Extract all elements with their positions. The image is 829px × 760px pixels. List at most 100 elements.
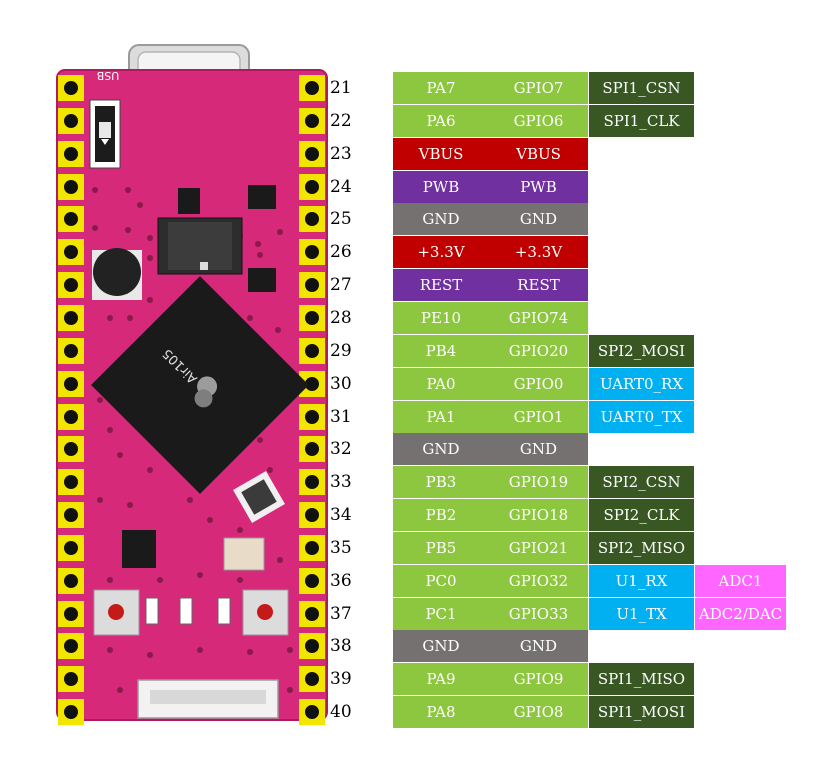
pin-gpio-cell: GPIO21 <box>489 532 588 564</box>
via <box>247 649 253 655</box>
via <box>287 687 293 693</box>
header-hole <box>64 705 78 719</box>
header-hole <box>305 180 319 194</box>
crystal <box>233 471 285 523</box>
pin-name-cell: GND <box>393 630 489 662</box>
pin-function-cell: U1_TX <box>589 598 694 630</box>
via <box>147 652 153 658</box>
pin-name-cell: PA0 <box>393 368 489 400</box>
pin-number: 38 <box>330 635 352 656</box>
header-hole <box>305 410 319 424</box>
via <box>97 397 103 403</box>
header-hole <box>64 672 78 686</box>
via <box>277 557 283 563</box>
header-hole <box>64 114 78 128</box>
header-hole <box>64 574 78 588</box>
pin-gpio-cell: GND <box>489 433 588 465</box>
pin-name-cell: PC1 <box>393 598 489 630</box>
pin-function-cell: UART0_TX <box>589 401 694 433</box>
pin-name-cell: +3.3V <box>393 236 489 268</box>
reset-button <box>93 589 140 636</box>
right-header-pads <box>299 75 325 725</box>
usb-silk-label: USB <box>97 69 120 82</box>
pin-function-cell: SPI2_MISO <box>589 532 694 564</box>
via <box>127 502 133 508</box>
via <box>107 647 113 653</box>
header-hole <box>305 705 319 719</box>
boot-switch <box>89 99 121 169</box>
header-hole <box>305 114 319 128</box>
header-hole <box>305 212 319 226</box>
pin-gpio-cell: GPIO74 <box>489 302 588 334</box>
header-hole <box>305 508 319 522</box>
pin-function-cell: SPI1_MISO <box>589 663 694 695</box>
header-hole <box>305 639 319 653</box>
pin-function-cell: SPI2_MOSI <box>589 335 694 367</box>
pin-name-cell: VBUS <box>393 138 489 170</box>
via <box>127 315 133 321</box>
pin-number: 22 <box>330 110 352 131</box>
pin-number: 36 <box>330 570 352 591</box>
pin-gpio-cell: GPIO18 <box>489 499 588 531</box>
via <box>255 241 261 247</box>
header-hole <box>64 442 78 456</box>
header-hole <box>305 607 319 621</box>
pin-name-cell: REST <box>393 269 489 301</box>
header-hole <box>64 147 78 161</box>
pin-adc-cell: ADC1 <box>695 565 786 597</box>
pin-number: 35 <box>330 537 352 558</box>
pin-name-cell: PB2 <box>393 499 489 531</box>
header-hole <box>64 311 78 325</box>
header-hole <box>305 245 319 259</box>
pin-gpio-cell: PWB <box>489 171 588 203</box>
pin-number: 24 <box>330 176 352 197</box>
header-hole <box>305 672 319 686</box>
pin-function-cell: U1_RX <box>589 565 694 597</box>
small-ic <box>248 185 276 209</box>
fpc-connector <box>137 679 279 719</box>
via <box>137 202 143 208</box>
via <box>147 467 153 473</box>
via <box>207 517 213 523</box>
pin-name-cell: PB4 <box>393 335 489 367</box>
via <box>97 497 103 503</box>
pin-number: 30 <box>330 373 352 394</box>
header-hole <box>64 410 78 424</box>
via <box>247 315 253 321</box>
boot-button <box>242 589 289 636</box>
voltage-regulator <box>157 217 243 275</box>
via <box>267 467 273 473</box>
via <box>277 229 283 235</box>
pin-number: 37 <box>330 603 352 624</box>
header-hole <box>305 81 319 95</box>
left-header-pads <box>58 75 84 725</box>
via <box>237 577 243 583</box>
header-hole <box>305 541 319 555</box>
header-hole <box>64 541 78 555</box>
small-ic <box>178 188 200 214</box>
via <box>107 427 113 433</box>
pin-number: 27 <box>330 274 352 295</box>
via <box>107 315 113 321</box>
pin-name-cell: PA1 <box>393 401 489 433</box>
pin-name-cell: PB5 <box>393 532 489 564</box>
pin-name-cell: PWB <box>393 171 489 203</box>
pin-gpio-cell: GPIO7 <box>489 72 588 104</box>
header-hole <box>64 212 78 226</box>
resistors <box>145 597 231 625</box>
header-hole <box>64 278 78 292</box>
pin-name-cell: PA8 <box>393 696 489 728</box>
header-hole <box>305 311 319 325</box>
via <box>257 252 263 258</box>
pin-number: 32 <box>330 438 352 459</box>
pin-gpio-cell: GPIO32 <box>489 565 588 597</box>
pin-adc-cell: ADC2/DAC <box>695 598 786 630</box>
pin-gpio-cell: GPIO1 <box>489 401 588 433</box>
via <box>125 187 131 193</box>
header-hole <box>64 377 78 391</box>
pin-name-cell: PA6 <box>393 105 489 137</box>
header-hole <box>64 344 78 358</box>
pin-number: 40 <box>330 701 352 722</box>
pin-function-cell: SPI1_CSN <box>589 72 694 104</box>
via <box>197 572 203 578</box>
